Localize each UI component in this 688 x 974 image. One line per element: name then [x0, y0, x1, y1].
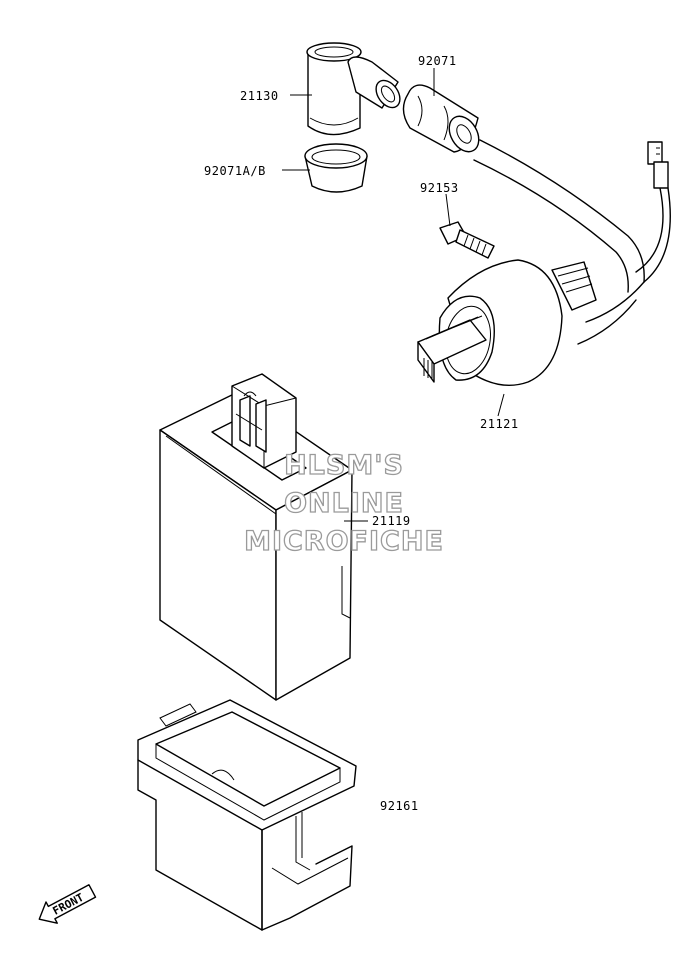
watermark-line-3: MICROFICHE [244, 526, 444, 557]
mounting-bolt [439, 221, 495, 259]
front-arrow-icon: FRONT [38, 884, 97, 924]
part-label-92161: 92161 [380, 799, 419, 813]
part-label-21121: 21121 [480, 417, 519, 431]
watermark-line-1: HLSM'S [284, 450, 404, 481]
ignition-coil [417, 259, 597, 386]
rubber-boot [402, 84, 480, 153]
part-label-92071: 92071 [418, 54, 457, 68]
igniter-case [137, 699, 357, 931]
seal-ring [304, 143, 368, 193]
watermark: HLSM'S ONLINE MICROFICHE [243, 449, 444, 557]
leader-lines [282, 68, 505, 522]
part-label-92071ab: 92071A/B [204, 164, 266, 178]
front-label: FRONT [51, 891, 87, 918]
watermark-line-2: ONLINE [284, 488, 404, 519]
part-label-92153: 92153 [420, 181, 459, 195]
spark-plug-cap [306, 42, 401, 136]
igniter-unit [159, 373, 353, 701]
part-label-21130: 21130 [240, 89, 279, 103]
part-label-21119: 21119 [372, 514, 411, 528]
high-tension-lead [473, 139, 671, 345]
